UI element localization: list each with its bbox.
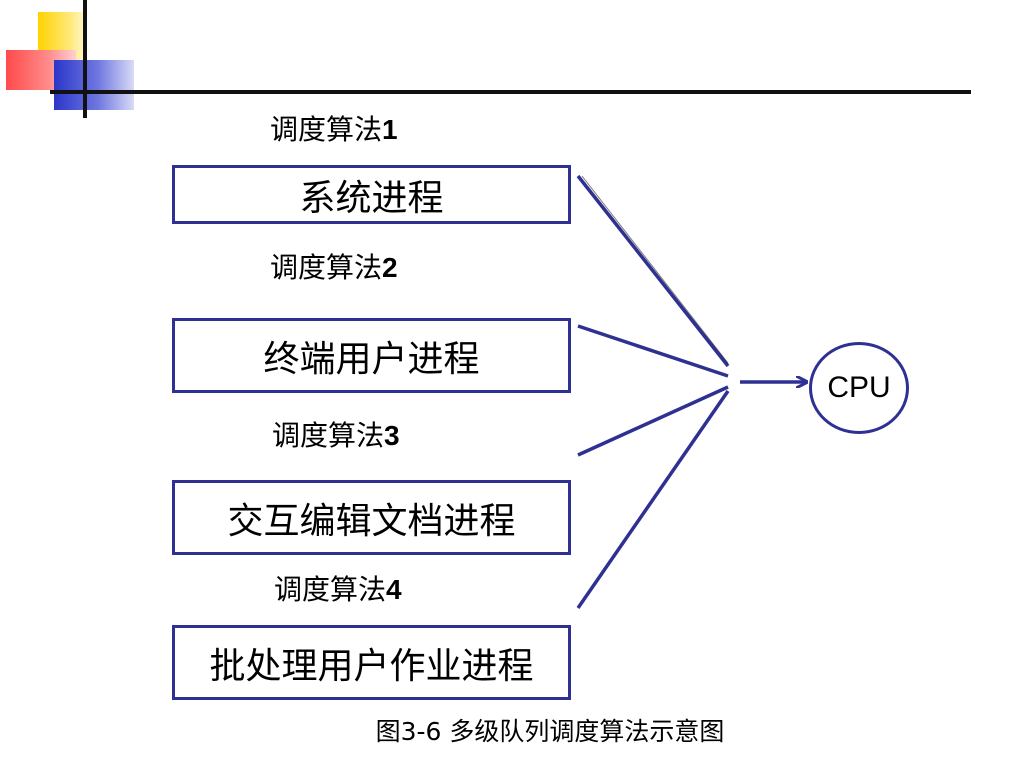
algorithm-label-text: 调度算法 <box>270 113 383 146</box>
cpu-node: CPU <box>809 342 909 434</box>
decorative-blue-square <box>54 60 134 110</box>
connector-line-queue-3 <box>577 385 729 457</box>
connector-line-queue-1 <box>576 174 730 368</box>
queue-box-system-process: 系统进程 <box>172 165 571 224</box>
decorative-vertical-rule <box>83 0 87 118</box>
algorithm-label-1: 调度算法1 <box>270 114 398 146</box>
algorithm-label-number: 3 <box>384 420 400 451</box>
queue-box-batch-job-process: 批处理用户作业进程 <box>172 625 571 700</box>
algorithm-label-4: 调度算法4 <box>274 574 402 606</box>
queue-box-terminal-user-process: 终端用户进程 <box>172 318 571 393</box>
algorithm-label-3: 调度算法3 <box>272 420 400 452</box>
figure-caption: 图3-6 多级队列调度算法示意图 <box>375 717 725 746</box>
algorithm-label-number: 4 <box>386 574 402 605</box>
connector-line-queue-2 <box>577 324 729 378</box>
header-rule <box>50 90 971 94</box>
algorithm-label-text: 调度算法 <box>272 419 385 452</box>
algorithm-label-number: 2 <box>382 252 398 283</box>
algorithm-label-number: 1 <box>382 114 398 145</box>
queue-box-interactive-edit-process: 交互编辑文档进程 <box>172 480 571 555</box>
algorithm-label-text: 调度算法 <box>270 251 383 284</box>
connector-line-queue-4 <box>576 390 730 609</box>
algorithm-label-text: 调度算法 <box>274 573 387 606</box>
algorithm-label-2: 调度算法2 <box>270 252 398 284</box>
